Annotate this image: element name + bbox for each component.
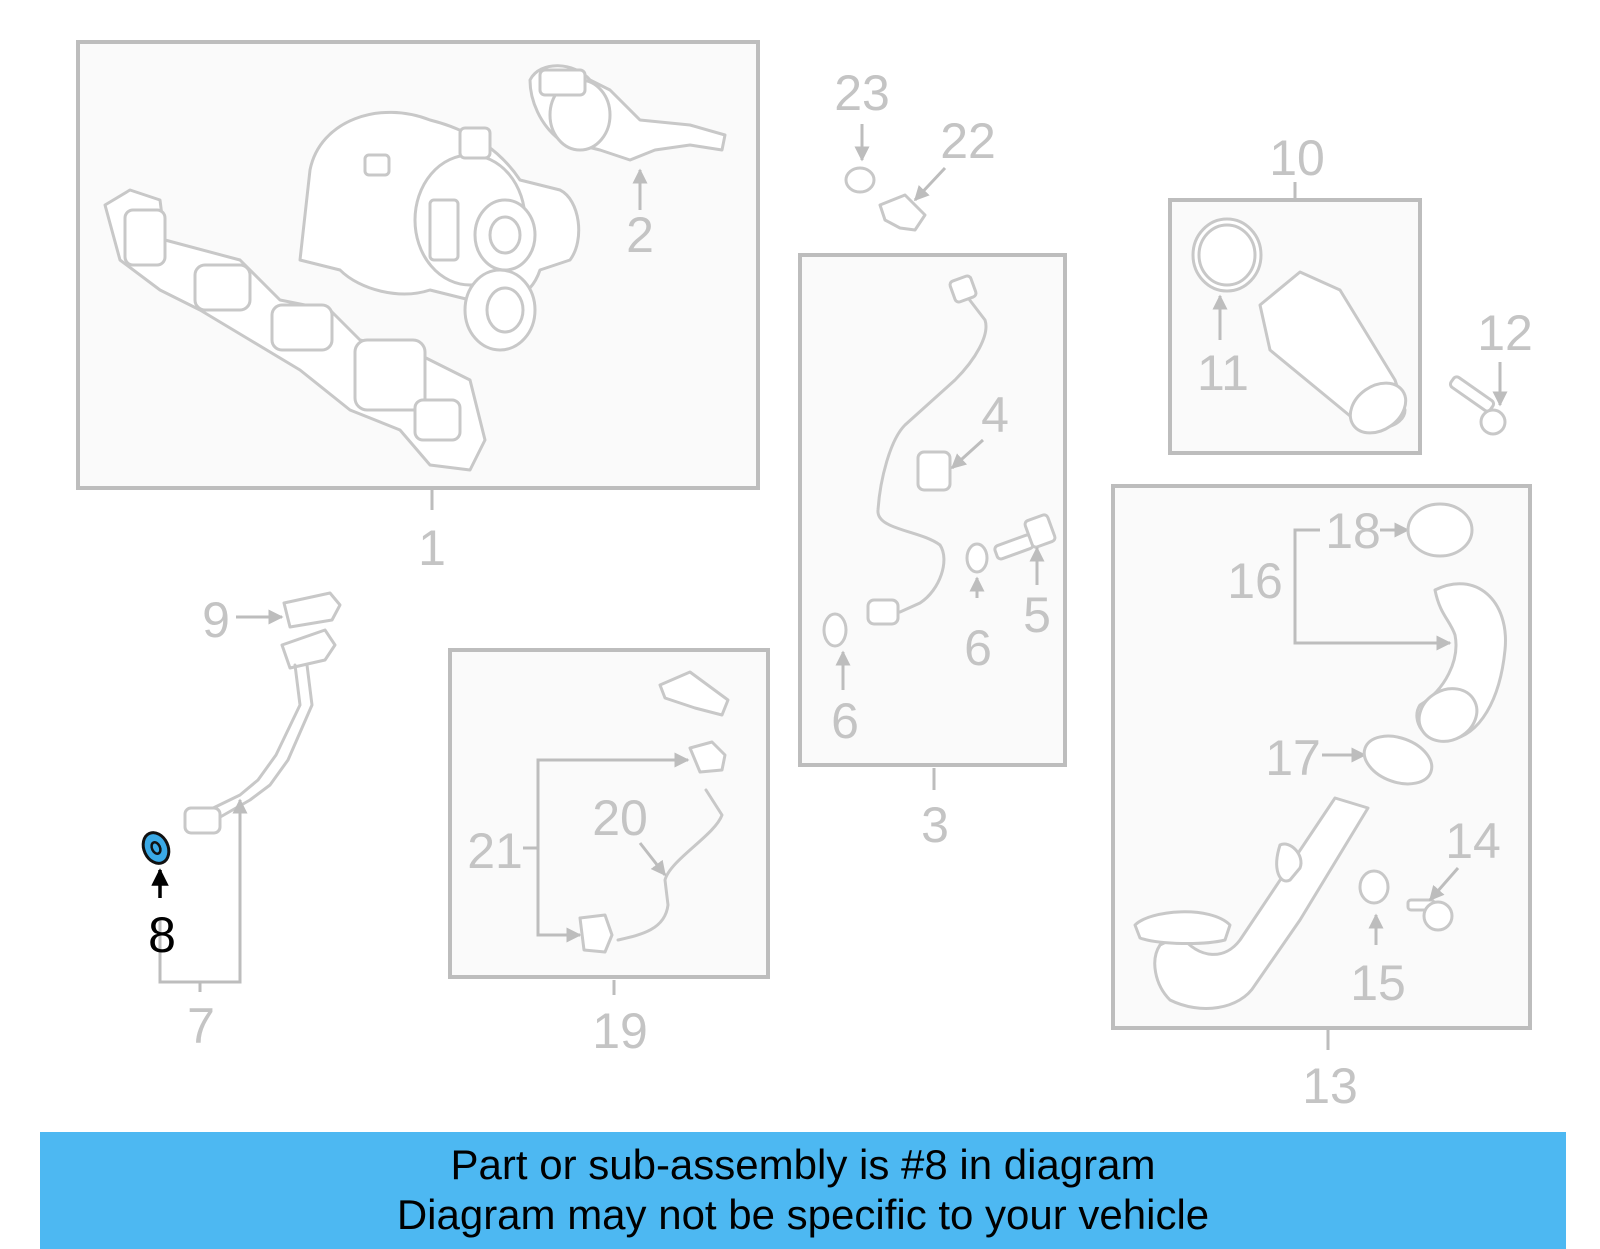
group-7-oil-return[interactable]: 9 7 8 [138,591,342,1054]
grommet-15-drawing [1358,869,1390,905]
callout-23: 23 [834,65,890,121]
hose-20-drawing [616,788,724,942]
callout-18: 18 [1325,503,1381,559]
seal-11-drawing [1191,217,1263,293]
clip-4-drawing [916,450,952,492]
callout-6-right: 6 [964,620,992,676]
group-3-box [798,253,1067,767]
group-3-oil-feed[interactable]: 4 5 6 6 3 [798,253,1067,853]
highlighted-part-8[interactable]: 8 [138,828,176,963]
callout-1: 1 [418,520,446,576]
gasket-9-drawing [282,591,342,629]
intake-hose-drawing [1258,270,1408,435]
banner-line-disclaimer: Diagram may not be specific to your vehi… [396,1191,1210,1238]
callout-17: 17 [1265,730,1321,786]
callout-21: 21 [467,823,523,879]
banner-line-part: Part or sub-assembly is #8 in diagram [450,1141,1156,1188]
callout-12: 12 [1477,305,1533,361]
callout-10: 10 [1269,130,1325,186]
parts-diagram: 1 2 23 22 4 5 6 6 3 [76,40,1533,1114]
callout-16: 16 [1227,553,1283,609]
callout-14: 14 [1445,813,1501,869]
group-13-charge-pipe[interactable]: 18 16 17 15 14 13 [1111,484,1532,1114]
callout-19: 19 [592,1003,648,1059]
clamp-18-drawing [1406,502,1474,558]
solenoid-drawing [658,670,730,717]
o-ring-23 [844,166,876,194]
callout-2: 2 [626,207,654,263]
wastegate-actuator-drawing [528,64,727,162]
hose-16-drawing [1415,582,1507,743]
callout-3: 3 [921,797,949,853]
washer-8-highlighted[interactable] [138,828,173,867]
callout-22: 22 [940,113,996,169]
fitting-22 [878,193,927,232]
washer-6-left [822,612,848,648]
callout-6-left: 6 [831,693,859,749]
turbocharger-drawing [298,110,581,352]
washer-6-right [965,542,989,574]
exhaust-manifold-drawing [103,188,487,472]
callout-4: 4 [981,387,1009,443]
oil-return-pipe-drawing [183,628,337,835]
parts-22-23[interactable]: 23 22 [834,65,996,232]
group-10-intake[interactable]: 10 11 [1168,130,1422,455]
charge-pipe-13-drawing [1133,796,1370,1010]
clamp-17-drawing [1362,734,1434,786]
callout-5: 5 [1023,587,1051,643]
callout-11: 11 [1197,345,1249,401]
callout-13: 13 [1302,1058,1358,1114]
banjo-bolt-5-drawing [993,513,1057,561]
callout-20: 20 [592,790,648,846]
bolt-12-drawing [1448,375,1496,413]
clip-21-upper-drawing [688,740,727,774]
oil-feed-pipe-drawing [866,274,988,626]
part-12-bolt[interactable]: 12 [1448,305,1533,436]
group-19-vacuum-hose[interactable]: 21 20 19 [448,648,770,1059]
callout-7: 7 [187,998,215,1054]
callout-15: 15 [1350,955,1406,1011]
clip-21-lower-drawing [578,913,614,954]
info-banner: Part or sub-assembly is #8 in diagram Di… [40,1132,1566,1249]
callout-9: 9 [202,592,230,648]
bolt-14-drawing [1406,898,1454,932]
callout-8: 8 [148,907,176,963]
group-1-turbocharger[interactable]: 1 2 [76,40,760,576]
